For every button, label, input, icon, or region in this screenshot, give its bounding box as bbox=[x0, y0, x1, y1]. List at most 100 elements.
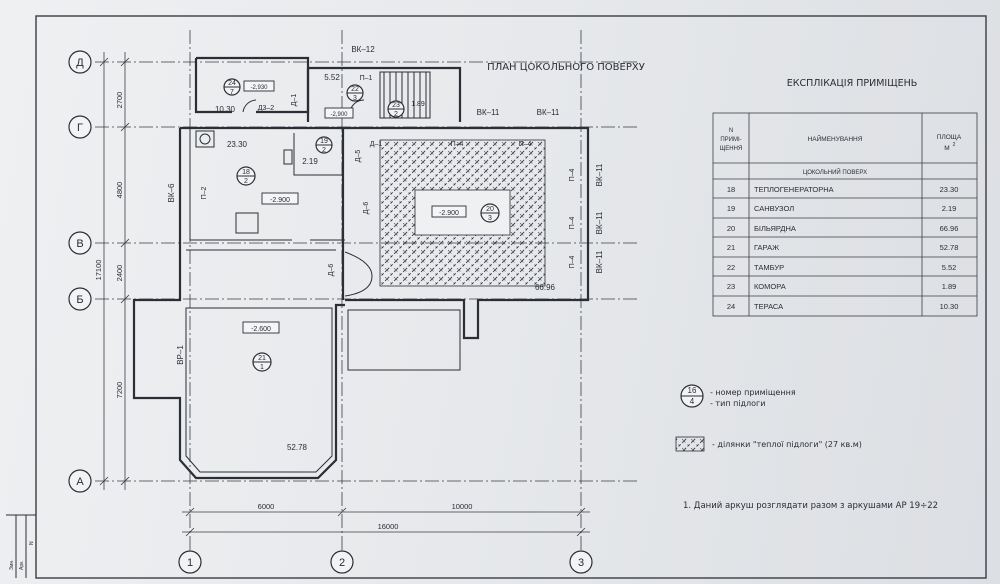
row-area: 2.19 bbox=[942, 204, 957, 213]
header-area-unit: М bbox=[944, 145, 949, 152]
axis-label-2: 2 bbox=[339, 557, 345, 569]
label-p4-right-3: П–4 bbox=[569, 255, 576, 268]
room-23-floor: 2 bbox=[394, 111, 398, 118]
room-20-floor: 3 bbox=[488, 215, 492, 222]
row-no: 18 bbox=[727, 185, 735, 194]
row-area: 66.96 bbox=[940, 224, 959, 233]
room-20-area: 66.96 bbox=[535, 283, 556, 292]
door-swing-arc bbox=[344, 251, 373, 297]
building-walls bbox=[132, 56, 590, 480]
label-vk11e: ВК–11 bbox=[595, 250, 604, 273]
axis-label-1: 1 bbox=[187, 557, 193, 569]
room-23-number: 23 bbox=[392, 102, 400, 109]
row-no: 23 bbox=[727, 282, 735, 291]
room-21-number: 21 bbox=[258, 355, 266, 362]
dim-10000: 10000 bbox=[452, 502, 473, 511]
row-name: САНВУЗОЛ bbox=[754, 204, 794, 213]
room-24-floor: 7 bbox=[230, 89, 234, 96]
room-18-area: 23.30 bbox=[227, 140, 248, 149]
row-name: ТЕПЛОГЕНЕРАТОРНА bbox=[754, 185, 834, 194]
row-area: 23.30 bbox=[940, 185, 959, 194]
dim-7200: 7200 bbox=[115, 382, 124, 399]
axis-bubble-d bbox=[68, 50, 92, 74]
room-24-area: 10.30 bbox=[215, 105, 236, 114]
room-19-floor: 2 bbox=[322, 147, 326, 154]
legend-hatch-swatch bbox=[675, 436, 705, 452]
label-p2: П–2 bbox=[201, 186, 208, 199]
room-18-level: -2.900 bbox=[270, 197, 290, 204]
stamp-label-1: Змн. bbox=[9, 559, 15, 570]
explication-title: ЕКСПЛІКАЦІЯ ПРИМІЩЕНЬ bbox=[787, 78, 918, 89]
room-19-number: 19 bbox=[320, 138, 328, 145]
room-22-area: 5.52 bbox=[324, 73, 340, 82]
row-name: ГАРАЖ bbox=[754, 243, 779, 252]
row-name: КОМОРА bbox=[754, 282, 786, 291]
axis-bubble-3 bbox=[569, 550, 593, 574]
axis-bubble-2 bbox=[330, 550, 354, 574]
axis-bubble-a bbox=[68, 469, 92, 493]
explication-rows: 18 ТЕПЛОГЕНЕРАТОРНА 23.30 19 САНВУЗОЛ 2.… bbox=[727, 185, 959, 311]
header-area: ПЛОЩА bbox=[937, 134, 962, 141]
dim-2400: 2400 bbox=[115, 265, 124, 282]
label-d6-lower: Д–6 bbox=[328, 264, 335, 277]
row-area: 10.30 bbox=[940, 302, 959, 311]
axis-label-a: А bbox=[76, 476, 84, 488]
axis-label-d: Д bbox=[76, 57, 84, 69]
header-name: НАЙМЕНУВАННЯ bbox=[808, 134, 863, 143]
axis-label-b: Б bbox=[76, 294, 83, 306]
room-24-number: 24 bbox=[228, 80, 236, 87]
legend-warm-floor: - ділянки "теплої підлоги" (27 кв.м) bbox=[712, 440, 862, 449]
label-vr1: ВР–1 bbox=[176, 345, 185, 365]
label-p4-top-1: П–4 bbox=[451, 141, 464, 148]
row-no: 20 bbox=[727, 224, 735, 233]
axis-bubble-b bbox=[68, 287, 92, 311]
room-22-floor: 3 bbox=[353, 95, 357, 102]
room-20-number: 20 bbox=[486, 206, 494, 213]
row-no: 21 bbox=[727, 243, 735, 252]
stamp-label-2: Арк. bbox=[19, 560, 25, 570]
stamp-label-3: N bbox=[29, 541, 35, 545]
plan-title: ПЛАН ЦОКОЛЬНОГО ПОВЕРХУ bbox=[487, 62, 645, 73]
label-vk11a: ВК–11 bbox=[477, 108, 500, 117]
row-no: 24 bbox=[727, 302, 735, 311]
room-23-area: 1.89 bbox=[411, 101, 425, 108]
section-label: ЦОКОЛЬНИЙ ПОВЕРХ bbox=[803, 168, 867, 176]
row-name: ТЕРАСА bbox=[754, 302, 783, 311]
explication-table bbox=[712, 112, 978, 317]
room-19-area: 2.19 bbox=[302, 157, 318, 166]
room-18-floor: 2 bbox=[244, 178, 248, 185]
horizontal-dimension-chain bbox=[182, 507, 590, 537]
room-22-level: -2,900 bbox=[330, 112, 348, 118]
row-no: 19 bbox=[727, 204, 735, 213]
row-area: 1.89 bbox=[942, 282, 957, 291]
room-18-number: 18 bbox=[242, 169, 250, 176]
label-d2: Д3–2 bbox=[258, 105, 275, 112]
sheet-note: 1. Даний аркуш розглядати разом з аркуша… bbox=[683, 501, 938, 511]
label-vk11b: ВК–11 bbox=[537, 108, 560, 117]
horizontal-axes bbox=[95, 61, 640, 482]
vertical-dimension-chain bbox=[99, 52, 130, 490]
label-p4-right-1: П–4 bbox=[569, 168, 576, 181]
row-area: 52.78 bbox=[940, 243, 959, 252]
label-d6-upper: Д–6 bbox=[363, 202, 370, 215]
label-vk6: ВК–6 bbox=[167, 183, 176, 202]
label-p4-right-2: П–4 bbox=[569, 216, 576, 229]
label-vk12: ВК–12 bbox=[351, 45, 375, 54]
legend-room-number: - номер приміщення bbox=[710, 388, 796, 397]
header-no-line1: N bbox=[729, 128, 733, 134]
axis-label-3: 3 bbox=[578, 557, 584, 569]
header-no-line2: ПРИМІ- bbox=[720, 137, 741, 143]
axis-bubble-g bbox=[68, 115, 92, 139]
label-p4-top-2: П–4 bbox=[519, 141, 532, 148]
legend-sample-number: 16 bbox=[688, 386, 697, 395]
label-vk11d: ВК–11 bbox=[595, 211, 604, 234]
header-area-sup: 2 bbox=[953, 142, 956, 148]
sheet-frame bbox=[35, 15, 987, 579]
label-d5: Д–5 bbox=[355, 150, 362, 163]
label-d1-terrace: Д–1 bbox=[291, 94, 298, 107]
label-p1: П–1 bbox=[360, 75, 373, 82]
dim-17100: 17100 bbox=[94, 260, 103, 281]
axis-label-g: Г bbox=[77, 122, 83, 134]
